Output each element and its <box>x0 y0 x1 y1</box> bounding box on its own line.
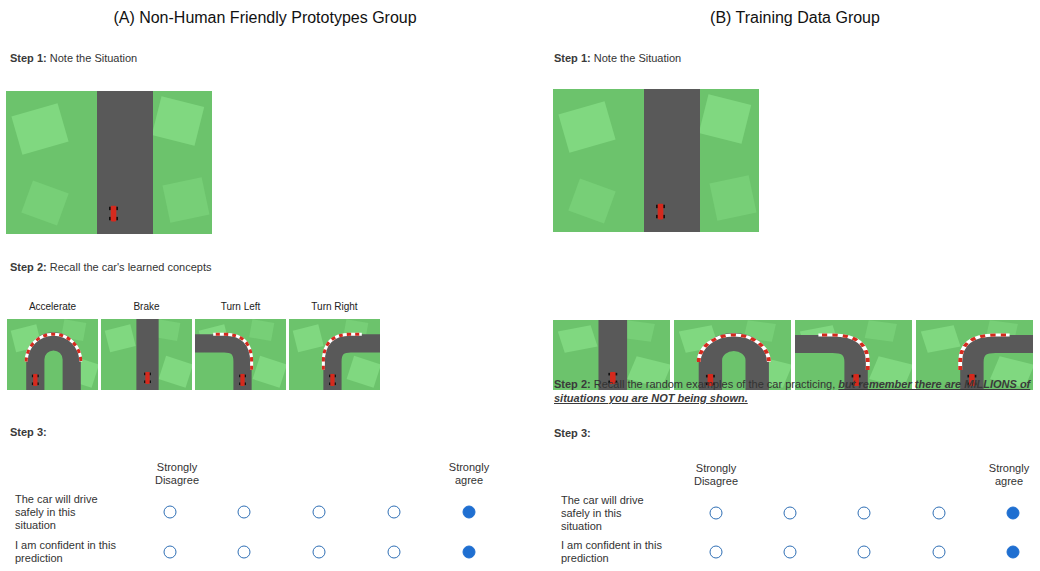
illustration-part <box>1007 507 1019 519</box>
question-text: The car will drive safely in this situat… <box>561 494 665 533</box>
step-line: Step 3: <box>10 425 510 439</box>
scale-label: Strongly Disagree <box>141 461 213 487</box>
step-text: Note the Situation <box>50 52 137 64</box>
illustration-part <box>164 506 176 518</box>
concept-image <box>195 319 287 390</box>
radio-buttons <box>164 506 945 558</box>
illustration-part <box>313 506 325 518</box>
step-line: Step 1:Note the Situation <box>10 51 510 65</box>
illustration-part <box>164 546 176 558</box>
illustration-part <box>933 546 945 558</box>
concept-thumbnail: Turn Right <box>289 300 380 390</box>
scale-label: Strongly agree <box>439 461 499 487</box>
illustration-part <box>710 546 722 558</box>
scale-label: Strongly Disagree <box>680 462 752 488</box>
step-line: Step 3: <box>554 426 1034 440</box>
concept-image <box>7 319 99 390</box>
illustration-part <box>784 546 796 558</box>
question-text: The car will drive safely in this situat… <box>15 493 119 532</box>
illustration-part <box>463 546 475 558</box>
question-text: I am confident in this prediction <box>561 539 665 565</box>
illustration-part <box>933 507 945 519</box>
step-number: Step 3: <box>554 427 591 439</box>
concept-label: Accelerate <box>7 300 98 314</box>
concept-image <box>101 319 193 390</box>
illustration-part <box>388 546 400 558</box>
selected-radio <box>463 506 1019 558</box>
illustration-part <box>858 546 870 558</box>
illustration-part <box>313 546 325 558</box>
concept-label: Turn Left <box>195 300 286 314</box>
concept-label: Brake <box>101 300 192 314</box>
illustration-part <box>388 506 400 518</box>
step-text: Note the Situation <box>594 52 681 64</box>
illustration-part <box>710 507 722 519</box>
step-line: Step 1:Note the Situation <box>554 51 1034 65</box>
step-line: Step 2:Recall the random examples of the… <box>554 377 1032 405</box>
step-text: Recall the car's learned concepts <box>50 261 212 273</box>
concept-thumbnail: Accelerate <box>7 300 98 390</box>
concept-label: Turn Right <box>289 300 380 314</box>
situation-image <box>553 89 759 232</box>
illustration-part <box>784 507 796 519</box>
scale-label: Strongly agree <box>982 462 1036 488</box>
step-text: Recall the random examples of the car pr… <box>594 378 836 390</box>
illustration-part <box>238 506 250 518</box>
concept-thumbnail: Turn Left <box>195 300 286 390</box>
concept-thumbnail: Brake <box>101 300 192 390</box>
step-line: Step 2:Recall the car's learned concepts <box>10 260 510 274</box>
illustration-part <box>1007 546 1019 558</box>
step-number: Step 1: <box>554 52 591 64</box>
concept-image <box>289 319 381 390</box>
question-text: I am confident in this prediction <box>15 539 119 565</box>
panel-heading: (A) Non-Human Friendly Prototypes Group <box>15 8 515 28</box>
step-number: Step 2: <box>10 261 47 273</box>
illustration-part <box>858 507 870 519</box>
illustration-part <box>238 546 250 558</box>
step-number: Step 3: <box>10 426 47 438</box>
panel-heading: (B) Training Data Group <box>555 8 1035 28</box>
illustration-part <box>463 506 475 518</box>
step-number: Step 2: <box>554 378 591 390</box>
situation-image <box>6 91 212 234</box>
step-number: Step 1: <box>10 52 47 64</box>
